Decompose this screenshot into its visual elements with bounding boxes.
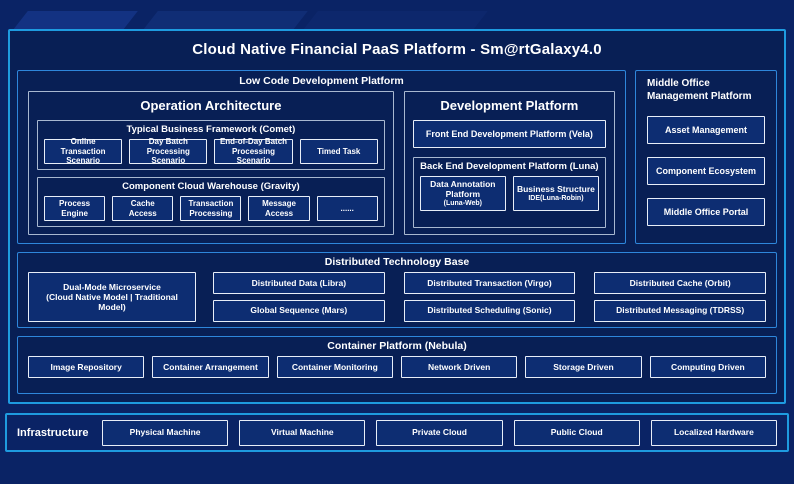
group-development-platform: Development Platform Front End Developme… xyxy=(403,91,615,235)
distributed-technology-base-label: Distributed Technology Base xyxy=(324,256,470,268)
development-platform-title: Development Platform xyxy=(440,98,579,113)
typical-business-framework-items: Online Transaction Scenario Day Batch Pr… xyxy=(44,137,378,165)
box-online-transaction-scenario: Online Transaction Scenario xyxy=(44,137,123,165)
subgroup-back-end-development-platform: Back End Development Platform (Luna) Dat… xyxy=(412,157,606,228)
decorative-streak xyxy=(12,11,138,31)
box-distributed-scheduling: Distributed Scheduling (Sonic) xyxy=(403,299,576,322)
box-localized-hardware: Localized Hardware xyxy=(650,419,778,446)
group-operation-architecture: Operation Architecture Typical Business … xyxy=(28,91,394,235)
box-business-structure-ide-name: Business Structure xyxy=(516,183,595,194)
box-dual-mode-microservice: Dual-Mode Microservice (Cloud Native Mod… xyxy=(28,272,196,322)
box-distributed-cache: Distributed Cache (Orbit) xyxy=(594,272,766,294)
box-message-access: Message Access xyxy=(248,196,310,221)
dual-mode-line1: Dual-Mode Microservice xyxy=(63,281,161,292)
low-code-label: Low Code Development Platform xyxy=(239,75,404,87)
box-transaction-processing: Transaction Processing xyxy=(180,196,242,221)
box-private-cloud: Private Cloud xyxy=(376,419,503,446)
box-distributed-transaction: Distributed Transaction (Virgo) xyxy=(403,272,576,294)
low-code-content: Operation Architecture Typical Business … xyxy=(28,91,615,235)
box-day-batch-processing-scenario: Day Batch Processing Scenario xyxy=(129,137,208,165)
top-row: Low Code Development Platform Operation … xyxy=(17,70,777,244)
box-front-end-development-platform: Front End Development Platform (Vela) xyxy=(412,120,606,148)
box-data-annotation-platform-name: Data Annotation Platform xyxy=(430,178,496,199)
box-end-of-day-batch-processing-scenario: End-of-Day Batch Processing Scenario xyxy=(214,137,293,165)
middle-office-label: Middle Office Management Platform xyxy=(647,78,752,102)
box-data-annotation-platform-code: (Luna-Web) xyxy=(443,200,483,207)
box-image-repository: Image Repository xyxy=(28,356,145,378)
box-middle-office-portal: Middle Office Portal xyxy=(647,198,765,226)
section-middle-office-management-platform: Middle Office Management Platform Asset … xyxy=(635,70,777,244)
box-global-sequence: Global Sequence (Mars) xyxy=(213,299,385,322)
back-end-items: Data Annotation Platform (Luna-Web) Busi… xyxy=(419,176,599,211)
box-container-arrangement: Container Arrangement xyxy=(152,356,269,378)
container-platform-items: Image Repository Container Arrangement C… xyxy=(28,356,766,378)
infrastructure-label: Infrastructure xyxy=(17,426,89,439)
box-cache-access: Cache Access xyxy=(112,196,174,221)
box-physical-machine: Physical Machine xyxy=(102,419,229,446)
section-low-code-development-platform: Low Code Development Platform Operation … xyxy=(17,70,626,244)
typical-business-framework-label: Typical Business Framework (Comet) xyxy=(126,124,296,135)
page-title: Cloud Native Financial PaaS Platform - S… xyxy=(192,41,602,58)
distributed-content: Dual-Mode Microservice (Cloud Native Mod… xyxy=(28,272,766,322)
subgroup-typical-business-framework: Typical Business Framework (Comet) Onlin… xyxy=(37,120,385,170)
decorative-streak xyxy=(302,11,488,31)
component-cloud-warehouse-label: Component Cloud Warehouse (Gravity) xyxy=(122,181,300,192)
section-distributed-technology-base: Distributed Technology Base Dual-Mode Mi… xyxy=(17,252,777,328)
distributed-grid: Distributed Data (Libra) Distributed Tra… xyxy=(213,272,766,322)
box-business-structure-ide: Business Structure IDE(Luna-Robin) xyxy=(512,176,599,211)
dual-mode-line2: (Cloud Native Model | Traditional Model) xyxy=(46,291,178,313)
section-container-platform: Container Platform (Nebula) Image Reposi… xyxy=(17,336,777,394)
component-cloud-warehouse-items: Process Engine Cache Access Transaction … xyxy=(44,196,378,221)
operation-architecture-title: Operation Architecture xyxy=(140,98,282,113)
box-container-monitoring: Container Monitoring xyxy=(276,356,393,378)
container-platform-label: Container Platform (Nebula) xyxy=(327,340,467,352)
box-ellipsis-more: ...... xyxy=(316,196,378,221)
subgroup-component-cloud-warehouse: Component Cloud Warehouse (Gravity) Proc… xyxy=(37,177,385,227)
box-process-engine: Process Engine xyxy=(44,196,106,221)
box-distributed-messaging: Distributed Messaging (TDRSS) xyxy=(594,299,766,322)
box-timed-task: Timed Task xyxy=(299,139,378,164)
box-distributed-data: Distributed Data (Libra) xyxy=(213,272,385,294)
box-network-driven: Network Driven xyxy=(400,356,518,378)
section-infrastructure: Infrastructure Physical Machine Virtual … xyxy=(5,413,789,452)
box-data-annotation-platform: Data Annotation Platform (Luna-Web) xyxy=(419,176,506,211)
box-public-cloud: Public Cloud xyxy=(513,419,640,446)
back-end-development-platform-label: Back End Development Platform (Luna) xyxy=(420,161,599,172)
box-computing-driven: Computing Driven xyxy=(649,356,766,378)
box-virtual-machine: Virtual Machine xyxy=(239,419,366,446)
box-storage-driven: Storage Driven xyxy=(525,356,642,378)
box-business-structure-ide-code: IDE(Luna-Robin) xyxy=(528,194,584,202)
box-asset-management: Asset Management xyxy=(647,116,765,144)
platform-diagram: Cloud Native Financial PaaS Platform - S… xyxy=(8,29,786,404)
box-component-ecosystem: Component Ecosystem xyxy=(647,157,765,185)
decorative-streak xyxy=(142,11,308,31)
